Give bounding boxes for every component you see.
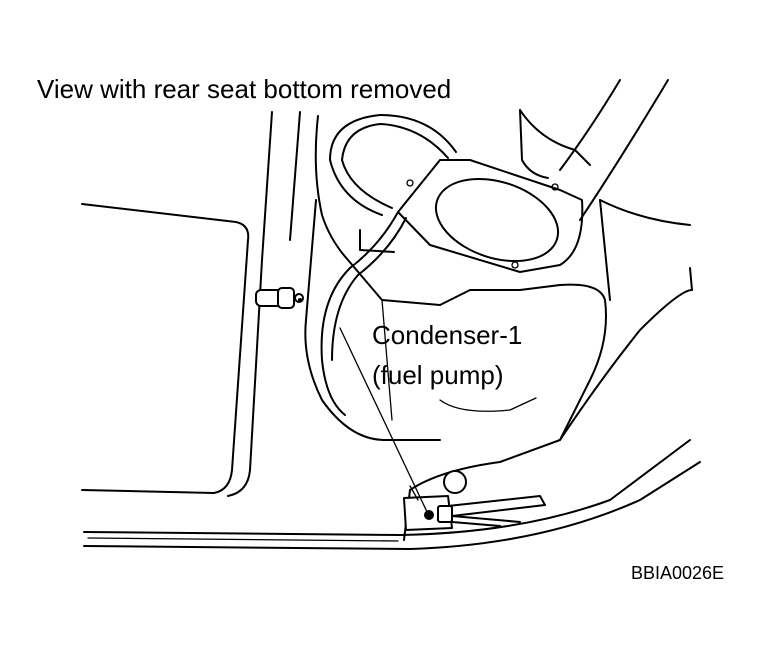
pump-harness	[320, 211, 407, 416]
view-caption: View with rear seat bottom removed	[37, 74, 451, 104]
condenser-marker	[424, 510, 434, 520]
harness-clip	[255, 287, 304, 309]
floor-sill	[83, 439, 701, 550]
fuel-tank-shroud	[298, 109, 607, 541]
callout-label-line2: (fuel pump)	[372, 360, 504, 390]
callout-label-line1: Condenser-1	[372, 320, 522, 350]
harness-loop	[329, 114, 457, 216]
figure-code: BBIA0026E	[631, 563, 724, 583]
callout-leader-line	[339, 327, 429, 515]
seat-side-panel	[559, 79, 693, 441]
left-body-panel	[81, 111, 301, 497]
fuel-pump-cover	[397, 159, 584, 273]
